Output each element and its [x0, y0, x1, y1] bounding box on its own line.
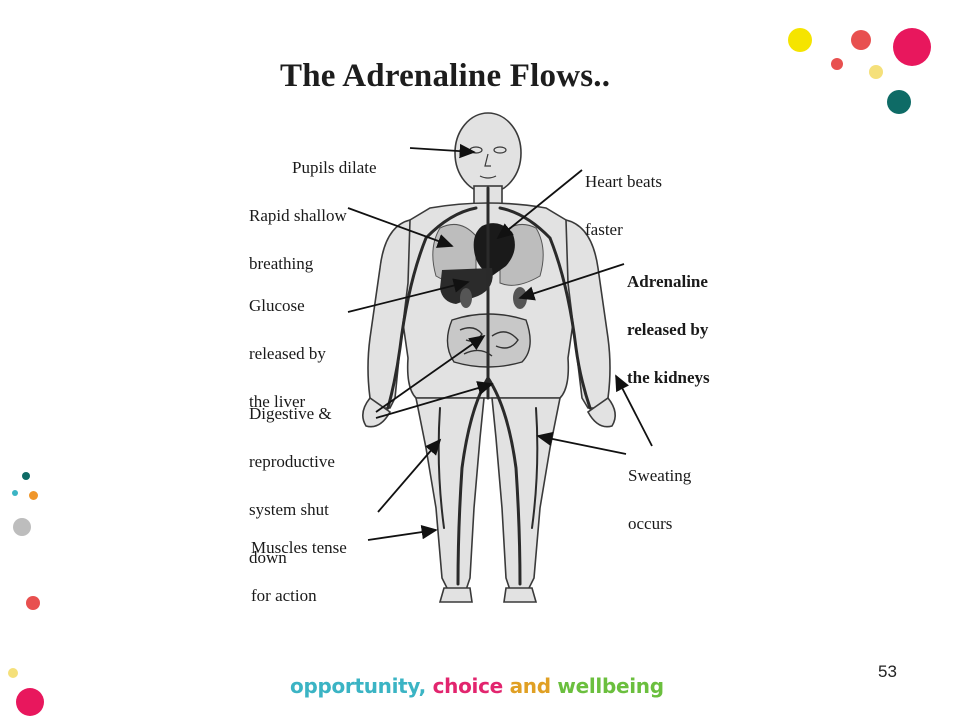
head: [454, 112, 522, 194]
label-line: Adrenaline: [627, 272, 708, 291]
left-leg: [415, 397, 485, 591]
decor-dot: [12, 490, 18, 496]
decor-dot: [831, 58, 843, 70]
label-line: Muscles tense: [251, 538, 347, 557]
label-kidneys: Adrenaline released by the kidneys: [627, 246, 710, 414]
left-foot: [438, 587, 473, 603]
page-number: 53: [878, 662, 897, 681]
label-line: released by: [627, 320, 709, 339]
decor-dot: [26, 596, 40, 610]
slide-title: The Adrenaline Flows..: [280, 58, 611, 94]
label-heart: Heart beats faster: [585, 146, 662, 266]
label-line: faster: [585, 220, 623, 239]
label-line: reproductive: [249, 452, 335, 471]
label-breathing: Rapid shallow breathing: [249, 180, 347, 300]
right-leg: [491, 397, 561, 591]
left-kidney: [460, 288, 472, 308]
label-digestive: Digestive & reproductive system shut dow…: [249, 378, 335, 594]
label-line: the liver: [249, 392, 306, 411]
label-line: Glucose: [249, 296, 305, 315]
decor-dot: [788, 28, 812, 52]
label-line: Rapid shallow: [249, 206, 347, 225]
label-line: system shut: [249, 500, 329, 519]
decor-dot: [887, 90, 911, 114]
right-eye: [493, 146, 507, 154]
decor-dot: [893, 28, 931, 66]
label-line: Heart beats: [585, 172, 662, 191]
tagline-word: wellbeing: [557, 674, 664, 698]
decor-dot: [13, 518, 31, 536]
label-line: released by: [249, 344, 326, 363]
tagline-word: choice: [432, 674, 504, 698]
label-line: breathing: [249, 254, 314, 273]
label-sweating: Sweating occurs: [628, 440, 691, 560]
label-liver: Glucose released by the liver: [249, 270, 326, 438]
decor-dot: [22, 472, 30, 480]
right-foot: [503, 587, 538, 603]
label-line: the kidneys: [627, 368, 710, 387]
decor-dot: [851, 30, 871, 50]
tagline-word: and: [509, 674, 551, 698]
label-pupils: Pupils dilate: [292, 132, 377, 204]
label-line: Sweating: [628, 466, 692, 485]
label-line: down: [249, 548, 287, 567]
nose: [484, 153, 491, 167]
decor-dot: [869, 65, 883, 79]
right-hand: [586, 396, 616, 428]
label-line: occurs: [628, 514, 673, 533]
right-kidney: [513, 287, 527, 309]
decor-dot: [29, 491, 38, 500]
mouth: [479, 175, 497, 179]
decor-dot: [8, 668, 18, 678]
footer-tagline: opportunity, choice and wellbeing: [290, 674, 664, 698]
tagline-word: opportunity,: [290, 674, 426, 698]
label-line: Pupils dilate: [292, 158, 377, 177]
decor-dot: [16, 688, 44, 716]
label-line: Digestive &: [249, 404, 332, 423]
label-muscles: Muscles tense for action: [251, 512, 347, 632]
label-line: for action: [251, 586, 317, 605]
